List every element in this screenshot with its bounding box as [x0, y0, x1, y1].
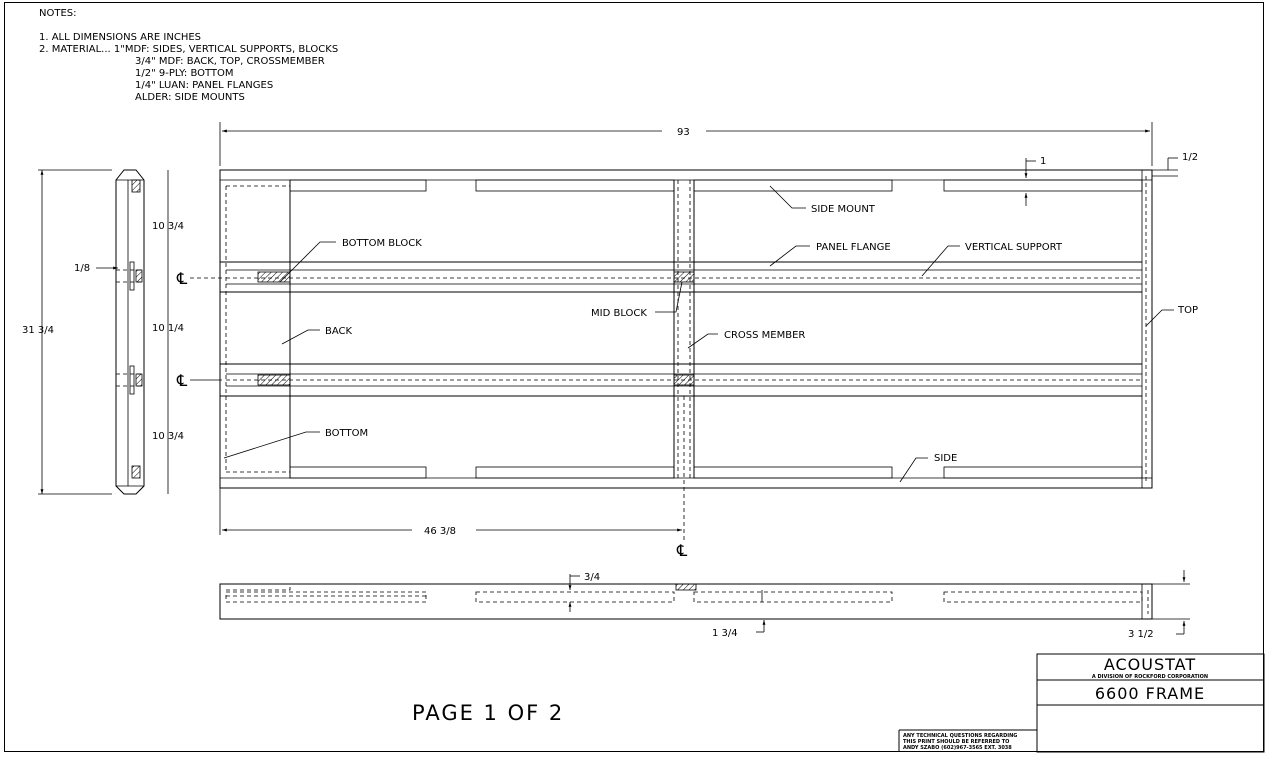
- note-2d: 1/4" LUAN: PANEL FLANGES: [135, 80, 273, 91]
- dim-93: 93: [677, 127, 690, 138]
- front-view: ℄ 93 1 1/2 46 3/8 SIDE MOUNT BOTTOM BLOC…: [219, 122, 1198, 560]
- centerline-3: ℄: [676, 541, 688, 560]
- title-block: ACOUSTAT A DIVISION OF ROCKFORD CORPORAT…: [898, 653, 1265, 753]
- dim-1: 1: [1040, 156, 1046, 167]
- note-2b: 3/4" MDF: BACK, TOP, CROSSMEMBER: [135, 56, 325, 67]
- drawing-title: 6600 FRAME: [1095, 684, 1205, 703]
- contact-line-2: THIS PRINT SHOULD BE REFERRED TO: [903, 739, 1009, 745]
- note-1: 1. ALL DIMENSIONS ARE INCHES: [39, 32, 201, 43]
- label-side-mount: SIDE MOUNT: [811, 204, 876, 215]
- dim-10-3-4-bot: 10 3/4: [152, 431, 184, 442]
- dim-1-8: 1/8: [74, 263, 90, 274]
- label-panel-flange: PANEL FLANGE: [816, 242, 891, 253]
- label-bottom-block: BOTTOM BLOCK: [342, 238, 422, 249]
- label-side: SIDE: [934, 453, 957, 464]
- drawing-border: [4, 2, 1264, 752]
- centerline-2: ℄: [176, 371, 188, 390]
- dim-1-2: 1/2: [1182, 152, 1198, 163]
- label-back: BACK: [325, 326, 353, 337]
- label-bottom: BOTTOM: [325, 428, 368, 439]
- dim-10-1-4: 10 1/4: [152, 323, 184, 334]
- dim-3-1-2: 3 1/2: [1128, 629, 1154, 640]
- label-cross-member: CROSS MEMBER: [724, 330, 805, 341]
- notes-heading: NOTES:: [39, 8, 77, 19]
- note-2e: ALDER: SIDE MOUNTS: [135, 92, 245, 103]
- centerline-1: ℄: [176, 269, 188, 288]
- side-view: 31 3/4 10 3/4 10 1/4 10 3/4 1/8 ℄ ℄: [22, 169, 222, 495]
- label-vertical-support: VERTICAL SUPPORT: [965, 242, 1063, 253]
- label-mid-block: MID BLOCK: [591, 308, 647, 319]
- contact-line-3: ANDY SZABO (602)967-3565 EXT. 3038: [903, 745, 1012, 751]
- company-division: A DIVISION OF ROCKFORD CORPORATION: [1092, 674, 1208, 680]
- dim-3-4: 3/4: [584, 572, 600, 583]
- note-2: 2. MATERIAL... 1"MDF: SIDES, VERTICAL SU…: [39, 44, 338, 55]
- notes-block: NOTES: 1. ALL DIMENSIONS ARE INCHES 2. M…: [39, 8, 338, 103]
- dim-1-3-4: 1 3/4: [712, 628, 738, 639]
- note-2c: 1/2" 9-PLY: BOTTOM: [135, 68, 234, 79]
- bottom-view: 3/4 1 3/4 3 1/2: [219, 570, 1190, 640]
- dim-46-3-8: 46 3/8: [424, 526, 456, 537]
- contact-line-1: ANY TECHNICAL QUESTIONS REGARDING: [903, 733, 1017, 739]
- dim-10-3-4-top: 10 3/4: [152, 221, 184, 232]
- label-top: TOP: [1177, 305, 1198, 316]
- dim-31-3-4: 31 3/4: [22, 325, 54, 336]
- page-label: PAGE 1 OF 2: [412, 701, 564, 725]
- company-name: ACOUSTAT: [1104, 655, 1196, 674]
